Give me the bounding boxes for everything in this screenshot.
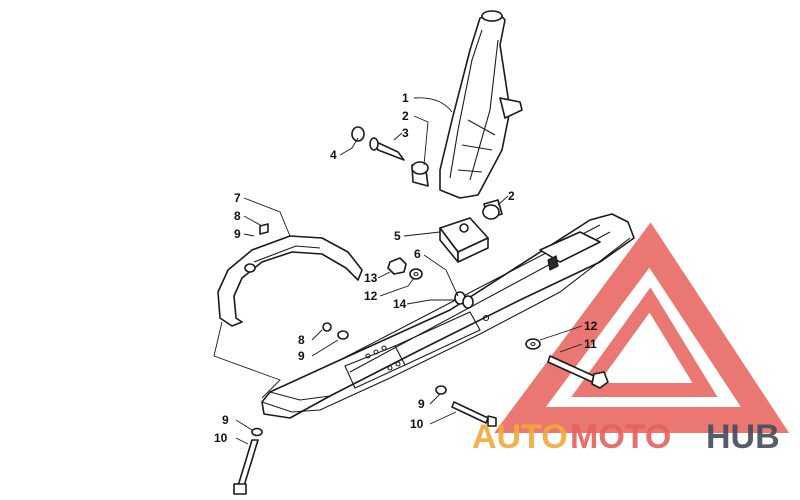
callout-2-right: 2	[508, 189, 515, 203]
washer-part-9-lower	[435, 385, 447, 395]
ski-block-part-5	[439, 217, 489, 263]
ski-body	[261, 213, 635, 419]
nut-part-8-loop	[259, 223, 269, 235]
nut-part-13	[387, 257, 407, 275]
bushing-part-2-left	[411, 161, 429, 187]
callout-8-lower: 8	[298, 333, 305, 347]
callout-1: 1	[402, 91, 409, 105]
spindle-part-1	[439, 10, 523, 199]
callout-5: 5	[394, 229, 401, 243]
bolt-part-11	[547, 355, 609, 389]
callout-4: 4	[330, 148, 337, 162]
bolt-part-10-lower	[451, 401, 497, 427]
callout-9-upper: 9	[234, 227, 241, 241]
callout-3: 3	[402, 126, 409, 140]
bolt-part-10-vertical	[233, 439, 259, 495]
watermark-logo-triangle	[494, 222, 790, 433]
callout-11: 11	[584, 337, 597, 351]
watermark-word-auto: AUTO	[472, 418, 568, 456]
bushing-part-4	[351, 126, 365, 142]
callout-9-middle: 9	[298, 349, 305, 363]
leader-lines	[213, 97, 583, 445]
callout-8-upper: 8	[234, 209, 241, 223]
callout-7: 7	[234, 191, 241, 205]
watermark-word-hub: HUB	[706, 418, 780, 456]
callout-2-upper: 2	[402, 109, 409, 123]
callout-12-left: 12	[364, 289, 378, 303]
watermark-word-moto: MOTO	[570, 418, 671, 456]
callout-12-right: 12	[584, 319, 598, 333]
washer-part-12-upper	[409, 268, 423, 280]
nut-part-8-left	[322, 322, 332, 332]
callout-labels: 1 2 3 4 2 5 6 7 8 9 13 12 14 12 11 8 9 9…	[214, 91, 598, 445]
callout-9-lower: 9	[418, 397, 425, 411]
callout-9-bottom: 9	[222, 413, 229, 427]
ski-loop-part-7	[217, 235, 363, 327]
watermark-wordmark: AUTO MOTO HUB	[472, 418, 780, 456]
washer-part-9-bottom	[251, 427, 263, 437]
callout-13: 13	[364, 271, 378, 285]
callout-14: 14	[393, 297, 407, 311]
washer-part-12-right	[525, 338, 541, 350]
bushing-part-2-right	[482, 199, 503, 220]
callout-10-lower: 10	[410, 417, 424, 431]
callout-6: 6	[414, 247, 421, 261]
callout-10-bottom: 10	[214, 431, 228, 445]
washer-part-9-left	[337, 330, 349, 340]
sleeve-part-3	[369, 137, 405, 161]
